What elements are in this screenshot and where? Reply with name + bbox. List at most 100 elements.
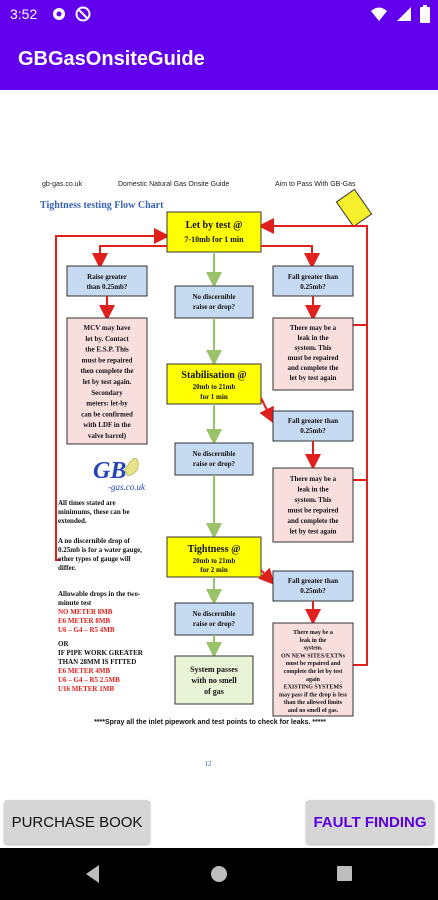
leak2-text-line: leak in the [297, 486, 328, 494]
page-header-center: Domestic Natural Gas Onsite Guide [118, 181, 229, 188]
page-number: 12 [205, 760, 213, 768]
fall-greater-box [272, 410, 354, 442]
allow-red1-line: E6 METER 8MB [58, 617, 110, 625]
leak3-text-line: than the allowed limits [284, 700, 343, 706]
notes-gauge: A no discernible drop of0.25mb is for a … [58, 537, 142, 572]
fall-greater-box [272, 265, 354, 297]
leak1-text-line: and complete the [288, 364, 339, 372]
stabilisation-line: 20mb to 21mb [193, 383, 236, 391]
leak2-text-line: system. This [295, 496, 332, 504]
let-by-title: Let by test @ [186, 220, 243, 231]
system-passes-line: System passes [190, 665, 238, 674]
system-passes-line: with no smell [191, 676, 237, 685]
mcv-box [66, 317, 148, 445]
mcv-text-line: the E.S.P. This [85, 346, 129, 354]
flowchart-page: gb-gas.co.uk Domestic Natural Gas Onsite… [40, 181, 373, 768]
tightness-title: Tightness @ [188, 544, 241, 555]
mcv-text-line: must be repaired [82, 356, 133, 364]
let-by-test-box [166, 211, 262, 253]
mcv-text-line: then complete the [81, 367, 134, 375]
mcv-text-line: can be confirmed [81, 410, 133, 418]
leak3-text-line: and no smell of gas. [288, 708, 339, 714]
allowance-or: OR [58, 640, 69, 648]
allow-red2-line: U16 METER 1MB [58, 685, 114, 693]
mcv-text-line: meters: let-by [86, 400, 128, 408]
app-title: GBGasOnsiteGuide [18, 48, 205, 70]
no-discernible-box [174, 285, 254, 319]
purchase-book-button[interactable]: PURCHASE BOOK [4, 800, 150, 844]
page-header-left: gb-gas.co.uk [42, 181, 83, 188]
leak-box [272, 622, 354, 717]
mcv-text-line: let by. Contact [85, 335, 129, 343]
let-by-subtitle: 7-10mb for 1 min [184, 235, 244, 244]
no-discernible-line: No discernible [193, 450, 236, 458]
signal-icon [396, 6, 412, 27]
notes2-line: other types of gauge will [58, 555, 131, 563]
gb-gas-logo: GB -gas.co.uk [93, 458, 146, 492]
notes3-line: minute test [58, 599, 92, 607]
mcv-text-line: with LDF in the [83, 421, 130, 429]
leak3-text-line: EXISTING SYSTEMS [284, 685, 344, 691]
fall-greater-line: 0.25mb? [300, 587, 326, 595]
stabilisation-title: Stabilisation @ [181, 370, 246, 381]
system-passes-box [174, 655, 254, 705]
raise-greater-line: Raise greater [87, 273, 127, 281]
no-discernible-box [174, 602, 254, 636]
no-discernible-line: No discernible [193, 610, 236, 618]
stabilisation-box [166, 363, 262, 405]
mcv-text-line: Secondary [91, 389, 123, 397]
tightness-line: 20mb to 21mb [193, 557, 236, 565]
leak1-text-line: let by test again [290, 374, 337, 382]
gas-cylinder-icon [335, 188, 373, 228]
footer-note: ****Spray all the inlet pipework and tes… [94, 719, 326, 726]
logo-domain: -gas.co.uk [108, 482, 146, 492]
fall-greater-line: Fall greater than [288, 417, 338, 425]
back-icon[interactable] [86, 865, 99, 883]
leak2-text-line: There may be a [290, 475, 337, 483]
notes2-line: differ. [58, 564, 76, 572]
wifi-icon [370, 6, 388, 27]
page-header-right: Aim to Pass With GB-Gas [275, 181, 356, 188]
do-not-disturb-icon [74, 5, 92, 28]
no-discernible-line: No discernible [193, 293, 236, 301]
leak3-text-line: leak in the [300, 638, 327, 644]
raise-greater-box [66, 265, 148, 297]
system-passes-line: of gas [204, 687, 224, 696]
notes2-line: A no discernible drop of [58, 537, 130, 545]
logo-gb: GB [93, 458, 126, 484]
leak3-text-line: ON NEW SITES/EXTNs [281, 653, 346, 659]
loop-line-right [258, 218, 368, 666]
leak3-text-line: again [306, 677, 321, 683]
notes1-line: extended. [58, 517, 87, 525]
leak3-text-line: There may be a [293, 630, 333, 636]
app-bar: GBGasOnsiteGuide [0, 30, 438, 90]
leak1-text-line: There may be a [290, 324, 337, 332]
navigation-bar [0, 848, 438, 900]
no-discernible-line: raise or drop? [193, 620, 236, 628]
leak-box [272, 317, 354, 391]
tightness-line: for 2 min [200, 566, 228, 574]
recents-icon[interactable] [337, 866, 352, 881]
fault-finding-button[interactable]: FAULT FINDING [306, 800, 434, 844]
leak3-text-line: complete the let by test [284, 669, 343, 675]
chart-title: Tightness testing Flow Chart [40, 200, 164, 211]
leak1-text-line: leak in the [297, 334, 328, 342]
page-viewer[interactable]: gb-gas.co.uk Domestic Natural Gas Onsite… [0, 90, 438, 790]
leak-box [272, 467, 354, 543]
leak1-text-line: must be repaired [288, 354, 339, 362]
status-time: 3:52 [10, 6, 38, 22]
fall-greater-line: Fall greater than [288, 577, 338, 585]
fall-greater-line: Fall greater than [288, 273, 338, 281]
leak3-text-line: must be repaired and [286, 661, 341, 667]
leak2-text-line: let by test again [290, 528, 337, 536]
tightness-box [166, 536, 262, 578]
no-discernible-line: raise or drop? [193, 460, 236, 468]
home-icon[interactable] [211, 866, 227, 882]
allow-black-line: THAN 28MM IS FITTED [58, 658, 136, 666]
